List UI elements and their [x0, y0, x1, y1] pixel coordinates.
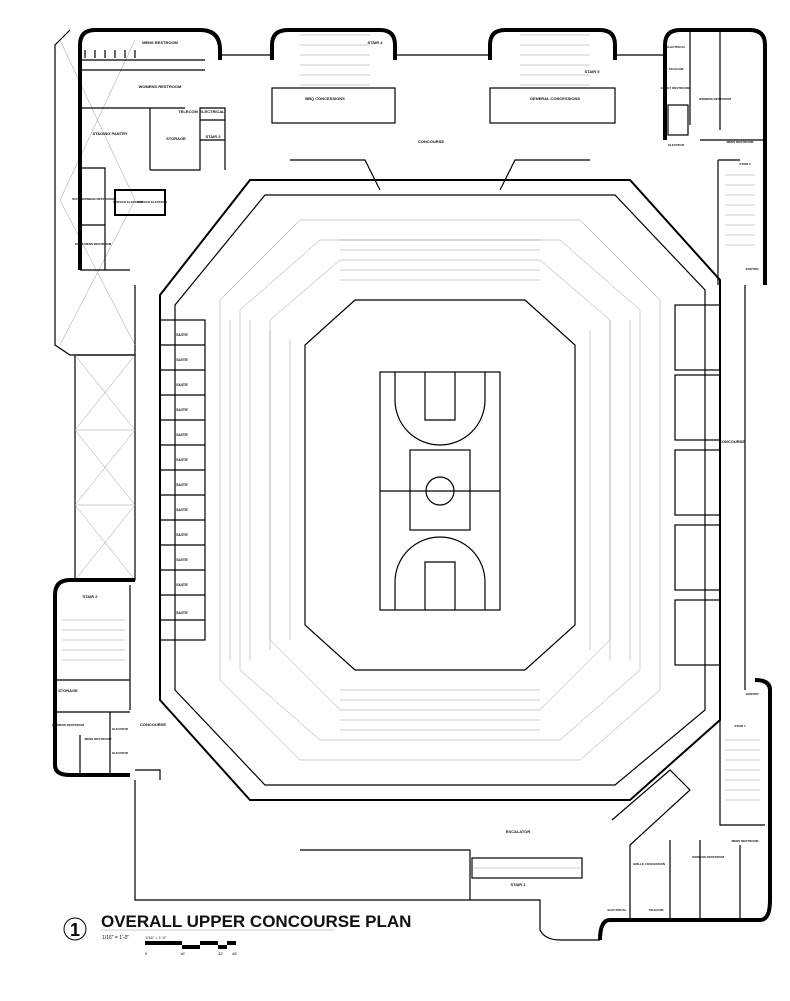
scale-tick-48: 48' [232, 951, 237, 956]
label-stair7: STAIR 7 [734, 724, 746, 728]
label-womens-restroom-ne: WOMENS RESTROOM [699, 97, 732, 101]
label-storage-nw: STORAGE [166, 136, 186, 141]
label-stair6: STAIR 6 [739, 162, 751, 166]
label-family-restroom: FAMILY RESTROOM [661, 86, 690, 90]
scale-bar [145, 941, 236, 949]
label-suite: SUITE [176, 507, 188, 512]
label-stair1: STAIR 1 [510, 882, 526, 887]
label-grille: GRILLE CONCESSION [633, 862, 665, 866]
label-stair2: STAIR 2 [82, 594, 98, 599]
label-mens-restroom-sw: MENS RESTROOM [85, 737, 112, 741]
label-concourse-n: CONCOURSE [418, 139, 444, 144]
scalebar-label: 1/16" = 1'-0" [145, 935, 167, 940]
label-stair4: STAIR 4 [367, 40, 383, 45]
label-storage-sw: STORAGE [58, 688, 78, 693]
label-suite: SUITE [176, 532, 188, 537]
east-suites [674, 304, 721, 666]
se-core [598, 678, 772, 941]
label-mens-restroom-ne: MENS RESTROOM [727, 140, 754, 144]
seating-bowl [159, 159, 721, 801]
label-suite-womens: SUITE WOMENS RESTROOM [72, 197, 114, 201]
label-electrical-ne: ELECTRICAL [667, 45, 686, 49]
drawing-number: 1 [70, 920, 80, 940]
suite-labels: SUITE SUITE SUITE SUITE SUITE SUITE SUIT… [176, 332, 188, 615]
label-mens-restroom-se: MENS RESTROOM [732, 839, 759, 843]
label-telecom-ne: TELECOM [669, 67, 684, 71]
label-mens-restroom-nw: MENS RESTROOM [142, 40, 178, 45]
drawing-title: OVERALL UPPER CONCOURSE PLAN [101, 912, 411, 931]
label-janitor-se: JANITOR [745, 692, 759, 696]
label-electrical-se: ELECTRICAL [608, 908, 627, 912]
label-elevator-sw-1: ELEVATOR [112, 727, 129, 731]
title-block: 1 OVERALL UPPER CONCOURSE PLAN 1/16" = 1… [63, 912, 411, 956]
label-janitor-ne: JANITOR [745, 267, 759, 271]
label-suite: SUITE [176, 582, 188, 587]
label-concourse-w: CONCOURSE [140, 722, 166, 727]
basketball-court [379, 371, 501, 611]
label-concourse-e: CONCOURSE [719, 439, 745, 444]
label-staging-pantry: STAGING PANTRY [92, 131, 127, 136]
label-service-elevator-2: SERVICE ELEVATOR [137, 200, 168, 204]
sw-core [53, 578, 161, 780]
west-glazing [54, 29, 136, 581]
north-stair-blocks [220, 28, 665, 124]
label-suite: SUITE [176, 610, 188, 615]
nw-core [78, 28, 226, 271]
south-concourse-edge [134, 780, 600, 941]
label-suite-mens: SUITE MENS RESTROOM [75, 242, 112, 246]
room-labels: MENS RESTROOM WOMENS RESTROOM STAGING PA… [52, 40, 759, 912]
label-electrical-nw: ELECTRICAL [199, 109, 225, 114]
escalator [471, 857, 583, 879]
label-stair5: STAIR 5 [584, 69, 600, 74]
label-suite: SUITE [176, 482, 188, 487]
label-womens-restroom-se: WOMENS RESTROOM [692, 855, 725, 859]
drawing-number-circle [63, 917, 87, 941]
label-womens-restroom-sw: WOMENS RESTROOM [52, 723, 85, 727]
label-stair3: STAIR 3 [205, 134, 221, 139]
label-general: GENERAL CONCESSIONS [530, 96, 580, 101]
label-suite: SUITE [176, 382, 188, 387]
label-womens-restroom-nw: WOMENS RESTROOM [139, 84, 182, 89]
label-telecom-se: TELECOM [649, 908, 664, 912]
scale-tick-16: 16' [180, 951, 185, 956]
ne-core [663, 28, 767, 285]
label-suite: SUITE [176, 457, 188, 462]
label-elevator-sw-2: ELEVATOR [112, 751, 129, 755]
label-service-elevator-1: SERVICE ELEVATOR [113, 200, 144, 204]
label-escalator: ESCALATOR [506, 829, 531, 834]
label-bbq: BBQ CONCESSIONS [305, 96, 345, 101]
label-suite: SUITE [176, 557, 188, 562]
scale-tick-0: 0 [145, 951, 148, 956]
label-telecom-nw: TELECOM [178, 109, 198, 114]
label-suite: SUITE [176, 332, 188, 337]
label-suite: SUITE [176, 432, 188, 437]
label-elevator-ne: ELEVATOR [668, 143, 685, 147]
drawing-scale: 1/16" = 1'-0" [102, 935, 129, 941]
label-suite: SUITE [176, 357, 188, 362]
scale-tick-32: 32' [218, 951, 223, 956]
label-suite: SUITE [176, 407, 188, 412]
west-suites [159, 319, 206, 641]
